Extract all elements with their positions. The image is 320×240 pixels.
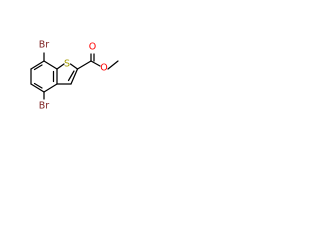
sulfur-atom-label: S	[64, 59, 70, 70]
bond-c6-c7	[30, 60, 45, 70]
benzene-ring	[30, 60, 58, 93]
bond-s-c2	[69, 63, 79, 70]
thiophene-ring	[56, 63, 79, 85]
bond-c4-c5	[30, 83, 45, 93]
bond-inner-c6-c7	[33, 64, 43, 71]
ester-oxygen-label: O	[100, 63, 107, 74]
bond-c7-c7a	[43, 60, 58, 70]
carbonyl-oxygen-label: O	[89, 42, 96, 53]
substituent-bonds	[43, 52, 119, 100]
bromine-atom-label: Br	[39, 40, 50, 51]
bond-c3a-c4	[43, 83, 58, 93]
bond-c2-c3	[70, 68, 79, 85]
bond-inner-c4-c5	[33, 82, 43, 89]
bond-c2-carbonyl-carbon	[76, 60, 92, 70]
bromine-atom-label: Br	[39, 101, 50, 112]
molecule-canvas: Br Br S O O	[0, 0, 152, 152]
bond-inner-c2-c3	[67, 70, 75, 82]
bond-carbonyl-ester-oxygen	[90, 60, 101, 67]
bond-ester-oxygen-methyl	[107, 60, 119, 70]
bond-c7a-s	[56, 63, 65, 70]
molecule-structure: Br Br S O O	[30, 40, 119, 112]
